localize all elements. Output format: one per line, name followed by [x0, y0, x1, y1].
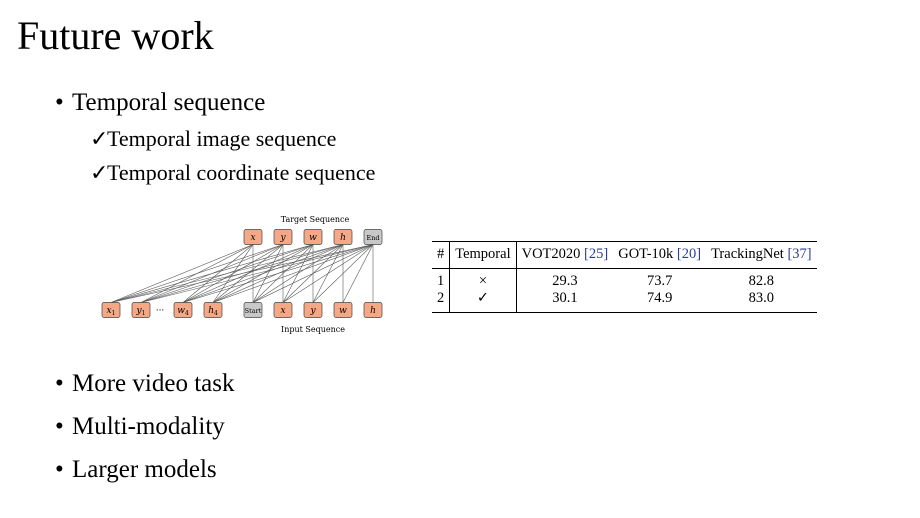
cell-got10k: 74.9	[646, 290, 673, 306]
svg-text:w: w	[309, 233, 317, 243]
citation-link[interactable]: [20]	[676, 246, 702, 262]
table-row: 2 ✓ 30.1 74.9 83.0	[432, 290, 817, 313]
svg-text:y: y	[309, 306, 316, 316]
target-sequence-label: Target Sequence	[281, 215, 350, 224]
svg-text:x1: x1	[107, 306, 116, 317]
check-icon: ✓	[90, 126, 109, 151]
header-got10k: GOT-10k [20]	[618, 246, 702, 262]
svg-text:x: x	[250, 233, 255, 243]
header-trackingnet: TrackingNet [37]	[711, 246, 812, 262]
input-token-start: Start	[243, 302, 263, 318]
cell-index: 2	[432, 290, 451, 313]
svg-text:End: End	[366, 234, 379, 242]
input-token-w4: w4	[173, 302, 193, 318]
svg-text:x: x	[280, 306, 285, 316]
cell-vot2020: 30.1	[552, 290, 578, 306]
attention-lines	[110, 244, 374, 303]
input-token-x1: x1	[101, 302, 121, 318]
bullet-dot: •	[55, 370, 64, 397]
target-token-h: h	[333, 229, 353, 245]
sub-bullet-temporal-coordinate-sequence: ✓Temporal coordinate sequence	[90, 159, 375, 187]
bullet-text: Larger models	[72, 456, 217, 483]
citation-link[interactable]: [25]	[584, 246, 609, 262]
svg-text:h: h	[370, 306, 376, 316]
bullet-dot: •	[55, 413, 64, 440]
slide-title: Future work	[17, 13, 214, 58]
sub-bullet-text: Temporal coordinate sequence	[107, 160, 376, 185]
bullet-dot: •	[55, 456, 64, 483]
sub-bullet-text: Temporal image sequence	[107, 126, 337, 151]
input-token-y1: y1	[131, 302, 151, 318]
svg-text:h: h	[340, 233, 346, 243]
table-row: 1 × 29.3 73.7 82.8	[432, 268, 817, 290]
svg-text:y: y	[279, 233, 286, 243]
cell-trackingnet: 82.8	[748, 273, 775, 289]
target-token-end: End	[363, 229, 383, 245]
cell-index: 1	[432, 268, 451, 290]
input-token-h: h	[363, 302, 383, 318]
bullet-text: More video task	[72, 370, 235, 397]
cell-temporal: ×	[449, 268, 517, 290]
svg-text:y1: y1	[136, 306, 146, 317]
target-token-x: x	[243, 229, 263, 245]
cell-vot2020: 29.3	[552, 273, 578, 289]
svg-text:w4: w4	[177, 306, 189, 317]
input-token-y: y	[303, 302, 323, 318]
results-table: # Temporal VOT2020 [25] GOT-10k [20] Tra…	[432, 241, 817, 313]
check-icon: ✓	[90, 160, 109, 185]
input-token-w: w	[333, 302, 353, 318]
bullet-temporal-sequence: • Temporal sequence	[55, 88, 265, 118]
bullet-multi-modality: • Multi-modality	[55, 412, 225, 442]
target-token-w: w	[303, 229, 323, 245]
cell-temporal: ✓	[449, 290, 517, 313]
svg-text:Start: Start	[245, 307, 262, 315]
bullet-dot: •	[55, 89, 64, 116]
table-header-row: # Temporal VOT2020 [25] GOT-10k [20] Tra…	[432, 241, 817, 269]
citation-link[interactable]: [37]	[787, 246, 812, 262]
bullet-text: Multi-modality	[72, 413, 225, 440]
input-sequence-label: Input Sequence	[281, 325, 345, 334]
ellipsis: ···	[156, 306, 165, 316]
input-token-x: x	[273, 302, 293, 318]
bullet-more-video-task: • More video task	[55, 369, 234, 399]
header-index: #	[432, 241, 451, 269]
header-vot2020: VOT2020 [25]	[521, 246, 609, 262]
cell-trackingnet: 83.0	[748, 290, 775, 306]
bullet-larger-models: • Larger models	[55, 455, 217, 485]
target-token-y: y	[273, 229, 293, 245]
sub-bullet-temporal-image-sequence: ✓Temporal image sequence	[90, 125, 336, 153]
cell-got10k: 73.7	[646, 273, 673, 289]
input-token-h4: h4	[203, 302, 223, 318]
bullet-text: Temporal sequence	[72, 89, 266, 116]
svg-text:w: w	[339, 306, 347, 316]
header-temporal: Temporal	[449, 241, 517, 269]
svg-text:h4: h4	[208, 306, 218, 317]
